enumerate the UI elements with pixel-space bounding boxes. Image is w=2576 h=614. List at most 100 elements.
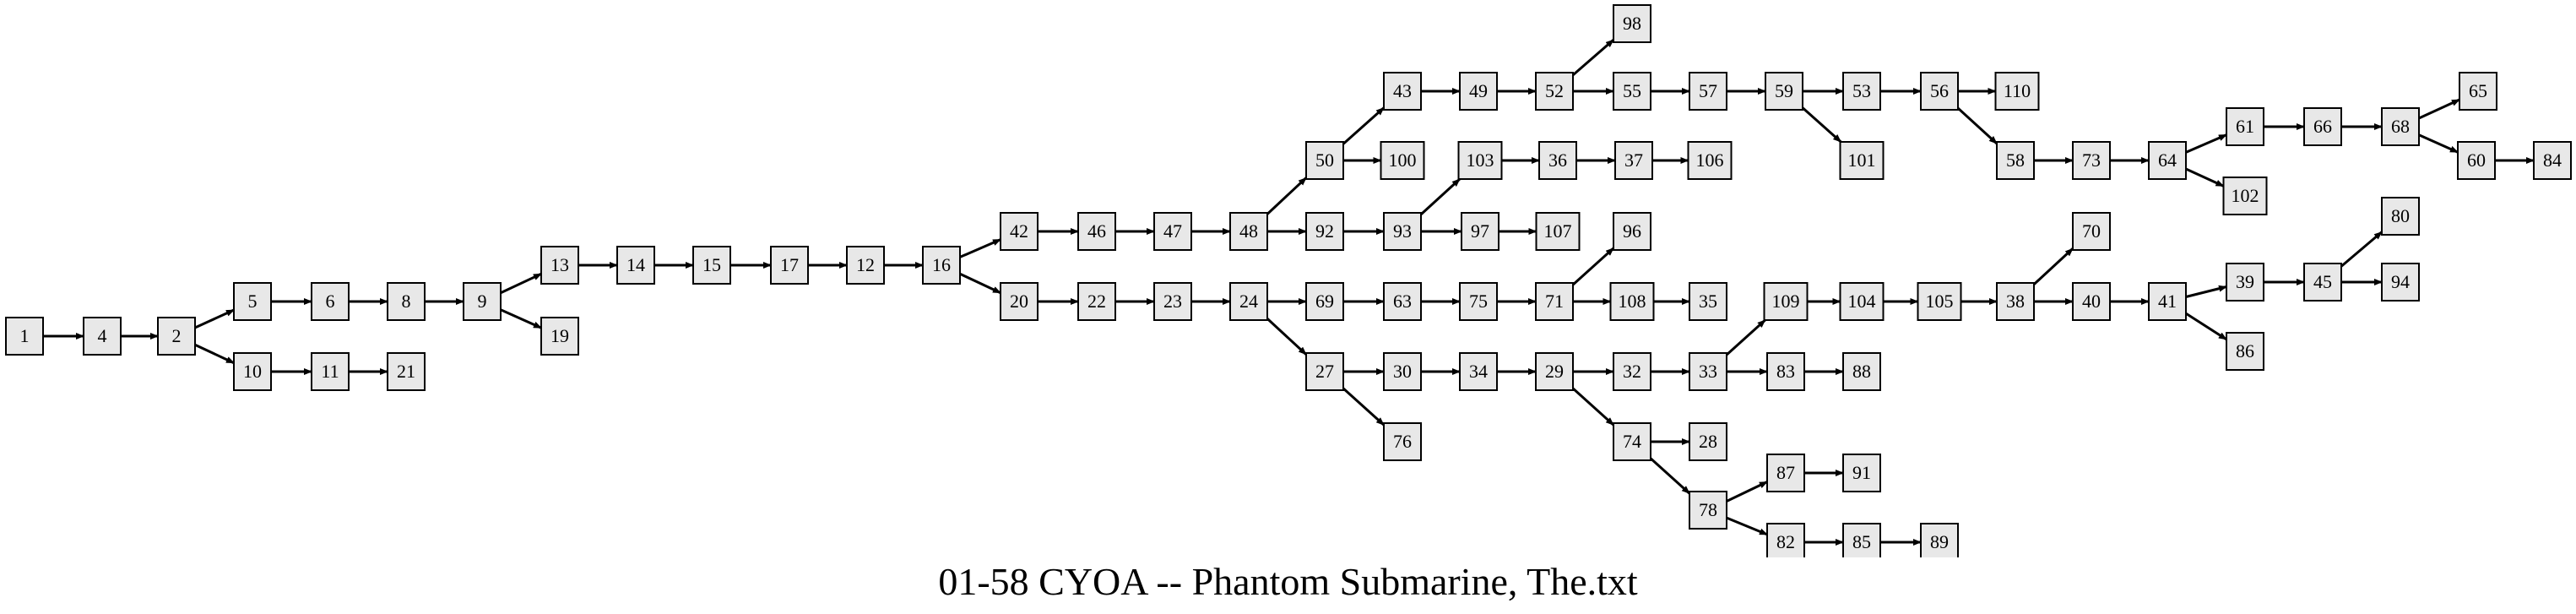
node-box bbox=[311, 282, 350, 321]
node-label: 103 bbox=[1467, 149, 1494, 171]
node-102[interactable]: 102 bbox=[2222, 177, 2268, 215]
node-88[interactable]: 88 bbox=[1842, 352, 1881, 391]
node-label: 9 bbox=[478, 291, 487, 312]
node-46[interactable]: 46 bbox=[1077, 212, 1116, 251]
node-86[interactable]: 86 bbox=[2226, 332, 2264, 371]
node-108[interactable]: 108 bbox=[1609, 282, 1655, 321]
node-28[interactable]: 28 bbox=[1689, 422, 1727, 461]
node-40[interactable]: 40 bbox=[2072, 282, 2111, 321]
node-42[interactable]: 42 bbox=[1000, 212, 1039, 251]
node-83[interactable]: 83 bbox=[1766, 352, 1805, 391]
node-36[interactable]: 36 bbox=[1538, 141, 1577, 180]
node-38[interactable]: 38 bbox=[1996, 282, 2035, 321]
node-74[interactable]: 74 bbox=[1613, 422, 1651, 461]
node-19[interactable]: 19 bbox=[540, 317, 579, 356]
node-107[interactable]: 107 bbox=[1535, 212, 1581, 251]
node-103[interactable]: 103 bbox=[1457, 141, 1503, 180]
node-78[interactable]: 78 bbox=[1689, 491, 1727, 530]
node-17[interactable]: 17 bbox=[770, 246, 809, 285]
node-49[interactable]: 49 bbox=[1459, 72, 1498, 111]
node-60[interactable]: 60 bbox=[2457, 141, 2496, 180]
node-1[interactable]: 1 bbox=[5, 317, 44, 356]
node-76[interactable]: 76 bbox=[1383, 422, 1422, 461]
node-20[interactable]: 20 bbox=[1000, 282, 1039, 321]
node-109[interactable]: 109 bbox=[1763, 282, 1809, 321]
node-104[interactable]: 104 bbox=[1839, 282, 1885, 321]
node-27[interactable]: 27 bbox=[1305, 352, 1344, 391]
node-48[interactable]: 48 bbox=[1229, 212, 1268, 251]
node-37[interactable]: 37 bbox=[1614, 141, 1653, 180]
node-68[interactable]: 68 bbox=[2381, 107, 2420, 146]
node-97[interactable]: 97 bbox=[1461, 212, 1500, 251]
node-box bbox=[1153, 212, 1192, 251]
node-55[interactable]: 55 bbox=[1613, 72, 1651, 111]
node-89[interactable]: 89 bbox=[1920, 523, 1959, 557]
node-93[interactable]: 93 bbox=[1383, 212, 1422, 251]
node-39[interactable]: 39 bbox=[2226, 263, 2264, 302]
node-57[interactable]: 57 bbox=[1689, 72, 1727, 111]
node-110[interactable]: 110 bbox=[1994, 72, 2040, 111]
node-23[interactable]: 23 bbox=[1153, 282, 1192, 321]
node-21[interactable]: 21 bbox=[387, 352, 426, 391]
node-105[interactable]: 105 bbox=[1917, 282, 1962, 321]
node-98[interactable]: 98 bbox=[1613, 4, 1651, 43]
node-61[interactable]: 61 bbox=[2226, 107, 2264, 146]
node-92[interactable]: 92 bbox=[1305, 212, 1344, 251]
node-10[interactable]: 10 bbox=[233, 352, 272, 391]
node-53[interactable]: 53 bbox=[1842, 72, 1881, 111]
node-58[interactable]: 58 bbox=[1996, 141, 2035, 180]
node-35[interactable]: 35 bbox=[1689, 282, 1727, 321]
node-32[interactable]: 32 bbox=[1613, 352, 1651, 391]
node-9[interactable]: 9 bbox=[463, 282, 502, 321]
node-91[interactable]: 91 bbox=[1842, 454, 1881, 492]
node-106[interactable]: 106 bbox=[1687, 141, 1733, 180]
node-70[interactable]: 70 bbox=[2072, 212, 2111, 251]
node-24[interactable]: 24 bbox=[1229, 282, 1268, 321]
node-13[interactable]: 13 bbox=[540, 246, 579, 285]
node-15[interactable]: 15 bbox=[692, 246, 731, 285]
node-73[interactable]: 73 bbox=[2072, 141, 2111, 180]
node-71[interactable]: 71 bbox=[1535, 282, 1574, 321]
node-84[interactable]: 84 bbox=[2533, 141, 2572, 180]
node-69[interactable]: 69 bbox=[1305, 282, 1344, 321]
node-22[interactable]: 22 bbox=[1077, 282, 1116, 321]
node-65[interactable]: 65 bbox=[2459, 72, 2497, 111]
node-12[interactable]: 12 bbox=[846, 246, 885, 285]
edge-27-76 bbox=[1342, 387, 1386, 427]
edge-74-78 bbox=[1649, 457, 1691, 495]
node-11[interactable]: 11 bbox=[311, 352, 350, 391]
node-33[interactable]: 33 bbox=[1689, 352, 1727, 391]
node-45[interactable]: 45 bbox=[2303, 263, 2342, 302]
node-85[interactable]: 85 bbox=[1842, 523, 1881, 557]
node-94[interactable]: 94 bbox=[2381, 263, 2420, 302]
node-101[interactable]: 101 bbox=[1839, 141, 1885, 180]
node-5[interactable]: 5 bbox=[233, 282, 272, 321]
node-100[interactable]: 100 bbox=[1380, 141, 1425, 180]
node-52[interactable]: 52 bbox=[1535, 72, 1574, 111]
node-56[interactable]: 56 bbox=[1920, 72, 1959, 111]
node-82[interactable]: 82 bbox=[1766, 523, 1805, 557]
node-box bbox=[1000, 212, 1039, 251]
node-64[interactable]: 64 bbox=[2148, 141, 2187, 180]
node-30[interactable]: 30 bbox=[1383, 352, 1422, 391]
node-66[interactable]: 66 bbox=[2303, 107, 2342, 146]
node-2[interactable]: 2 bbox=[157, 317, 196, 356]
node-4[interactable]: 4 bbox=[83, 317, 122, 356]
node-63[interactable]: 63 bbox=[1383, 282, 1422, 321]
node-59[interactable]: 59 bbox=[1765, 72, 1803, 111]
node-14[interactable]: 14 bbox=[616, 246, 655, 285]
node-6[interactable]: 6 bbox=[311, 282, 350, 321]
node-34[interactable]: 34 bbox=[1459, 352, 1498, 391]
node-29[interactable]: 29 bbox=[1535, 352, 1574, 391]
node-75[interactable]: 75 bbox=[1459, 282, 1498, 321]
node-80[interactable]: 80 bbox=[2381, 197, 2420, 236]
node-41[interactable]: 41 bbox=[2148, 282, 2187, 321]
node-16[interactable]: 16 bbox=[922, 246, 961, 285]
node-43[interactable]: 43 bbox=[1383, 72, 1422, 111]
node-box bbox=[2459, 72, 2497, 111]
node-50[interactable]: 50 bbox=[1305, 141, 1344, 180]
node-87[interactable]: 87 bbox=[1766, 454, 1805, 492]
node-96[interactable]: 96 bbox=[1613, 212, 1651, 251]
node-8[interactable]: 8 bbox=[387, 282, 426, 321]
node-47[interactable]: 47 bbox=[1153, 212, 1192, 251]
